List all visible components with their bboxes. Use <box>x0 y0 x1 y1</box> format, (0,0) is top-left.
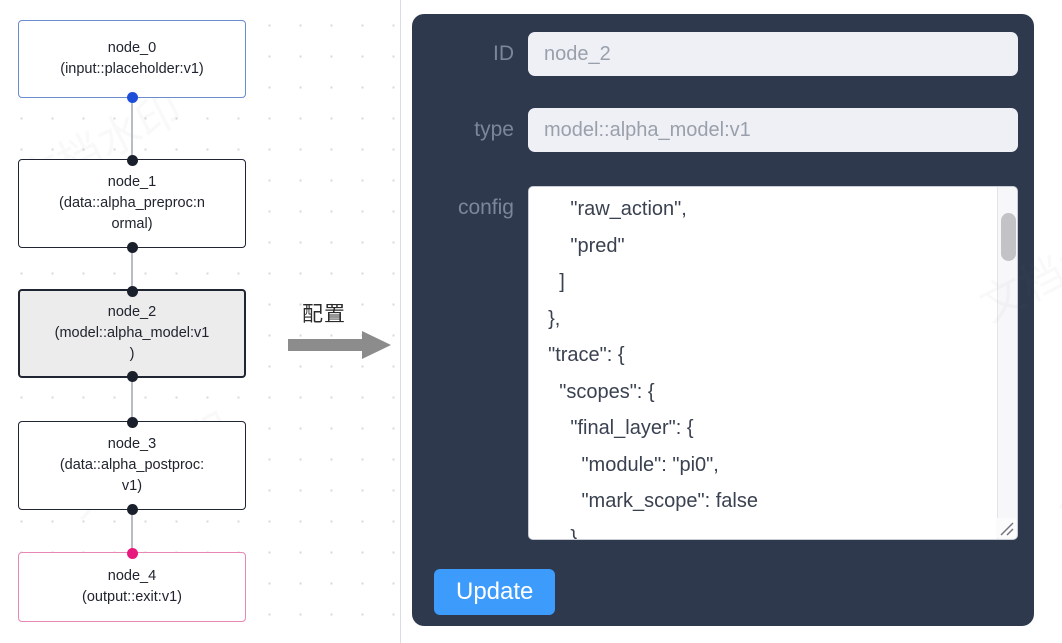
panel-divider <box>400 0 401 643</box>
node-port-top[interactable] <box>126 154 138 166</box>
graph-node-node_0[interactable]: node_0 (input::placeholder:v1) <box>18 20 246 103</box>
node-config-panel: 文档水印 文档水印 ID type config <box>412 14 1062 626</box>
graph-canvas[interactable]: 文档水印 文档水印 node_0 (input::placeholder:v1)… <box>0 0 401 643</box>
node-port-bottom[interactable] <box>126 370 138 382</box>
graph-node-label: node_0 (input::placeholder:v1) <box>60 40 204 77</box>
node-port-top[interactable] <box>126 285 138 297</box>
node-port-bottom[interactable] <box>126 241 138 253</box>
config-field-label: config <box>457 196 514 219</box>
node-port-bottom[interactable] <box>126 91 138 103</box>
graph-edge-0-1 <box>131 92 133 165</box>
node-port-top[interactable] <box>126 416 138 428</box>
graph-node-label: node_4 (output::exit:v1) <box>82 568 182 605</box>
graph-node-label: node_1 (data::alpha_preproc:n ormal) <box>59 174 205 232</box>
id-field-label: ID <box>493 42 514 65</box>
graph-edge-3-4 <box>131 504 133 558</box>
graph-node-node_3[interactable]: node_3 (data::alpha_postproc: v1) <box>18 416 246 515</box>
node-port-top[interactable] <box>126 547 138 559</box>
id-input[interactable] <box>528 32 1018 76</box>
field-row-type: type <box>412 108 1034 152</box>
type-input[interactable] <box>528 108 1018 152</box>
transform-label: 配置 <box>302 302 346 326</box>
graph-node-label: node_3 (data::alpha_postproc: v1) <box>59 436 205 494</box>
watermark: 文档水印 <box>1047 408 1062 545</box>
field-row-config: config <box>412 186 1034 540</box>
graph-node-node_1[interactable]: node_1 (data::alpha_preproc:n ormal) <box>18 154 246 253</box>
config-textarea-wrapper[interactable] <box>528 186 1018 540</box>
config-scrollbar[interactable] <box>997 187 1017 539</box>
update-button[interactable]: Update <box>434 569 556 615</box>
type-field-label: type <box>474 118 514 141</box>
config-scrollbar-thumb[interactable] <box>1001 213 1016 261</box>
graph-node-label: node_2 (model::alpha_model:v1 ) <box>54 304 210 362</box>
graph-node-node_2[interactable]: node_2 (model::alpha_model:v1 ) <box>18 285 246 382</box>
transform-annotation: 配置 <box>288 298 396 360</box>
config-textarea[interactable] <box>529 187 998 539</box>
graph-node-node_4[interactable]: node_4 (output::exit:v1) <box>18 547 246 622</box>
node-port-bottom[interactable] <box>126 503 138 515</box>
graph-edge-1-2 <box>131 242 133 295</box>
graph-edge-2-3 <box>131 372 133 427</box>
arrow-right-icon <box>288 331 391 359</box>
resize-grip-icon[interactable] <box>996 518 1016 538</box>
field-row-id: ID <box>412 32 1034 76</box>
